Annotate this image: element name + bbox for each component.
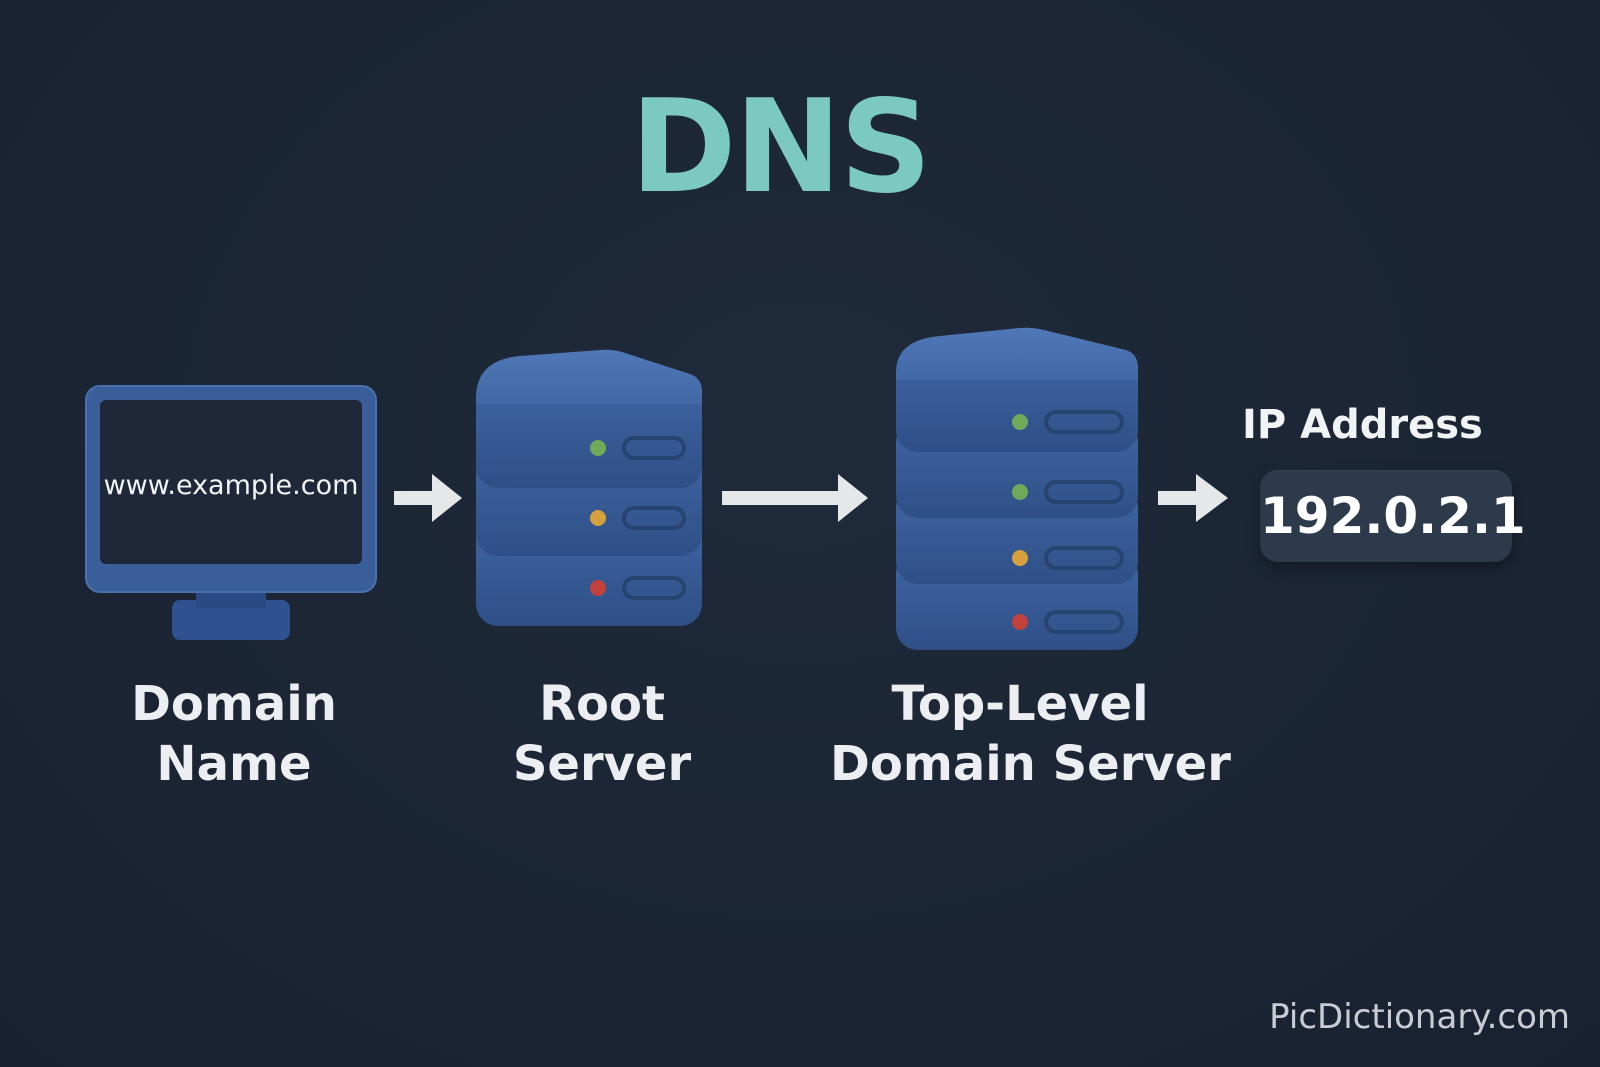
green-led-icon <box>590 440 606 456</box>
red-led-icon <box>590 580 606 596</box>
tld-server-stack-icon <box>896 327 1138 650</box>
ip-address-box: 192.0.2.1 <box>1260 470 1526 562</box>
green-led-icon <box>1012 414 1028 430</box>
arrow-tld-to-ip <box>1158 474 1228 522</box>
domain-name-label-line2: Name <box>156 736 312 792</box>
diagram-title: DNS <box>630 73 932 222</box>
tld-server-label: Top-Level Domain Server <box>830 674 1231 794</box>
monitor-icon <box>85 385 377 640</box>
arrow-domain-to-root <box>394 474 462 522</box>
arrow-root-to-tld <box>722 474 868 522</box>
tld-server-label-line1: Top-Level <box>891 676 1149 732</box>
root-server-label-line2: Server <box>512 736 692 792</box>
tld-server-label-line2: Domain Server <box>830 736 1231 792</box>
yellow-led-icon <box>1012 550 1028 566</box>
domain-name-label: Domain Name <box>114 674 354 794</box>
root-server-label: Root Server <box>482 674 722 794</box>
ip-address-label: IP Address <box>1242 402 1483 448</box>
root-server-unit-1 <box>476 349 702 488</box>
root-server-stack-icon <box>476 349 702 626</box>
watermark: PicDictionary.com <box>1269 997 1570 1037</box>
yellow-led-icon <box>590 510 606 526</box>
root-server-label-line1: Root <box>539 676 665 732</box>
domain-url-text: www.example.com <box>103 470 359 501</box>
ip-address-value: 192.0.2.1 <box>1260 487 1526 545</box>
green-led-icon <box>1012 484 1028 500</box>
red-led-icon <box>1012 614 1028 630</box>
domain-name-label-line1: Domain <box>131 676 337 732</box>
tld-server-unit-1 <box>896 327 1138 452</box>
